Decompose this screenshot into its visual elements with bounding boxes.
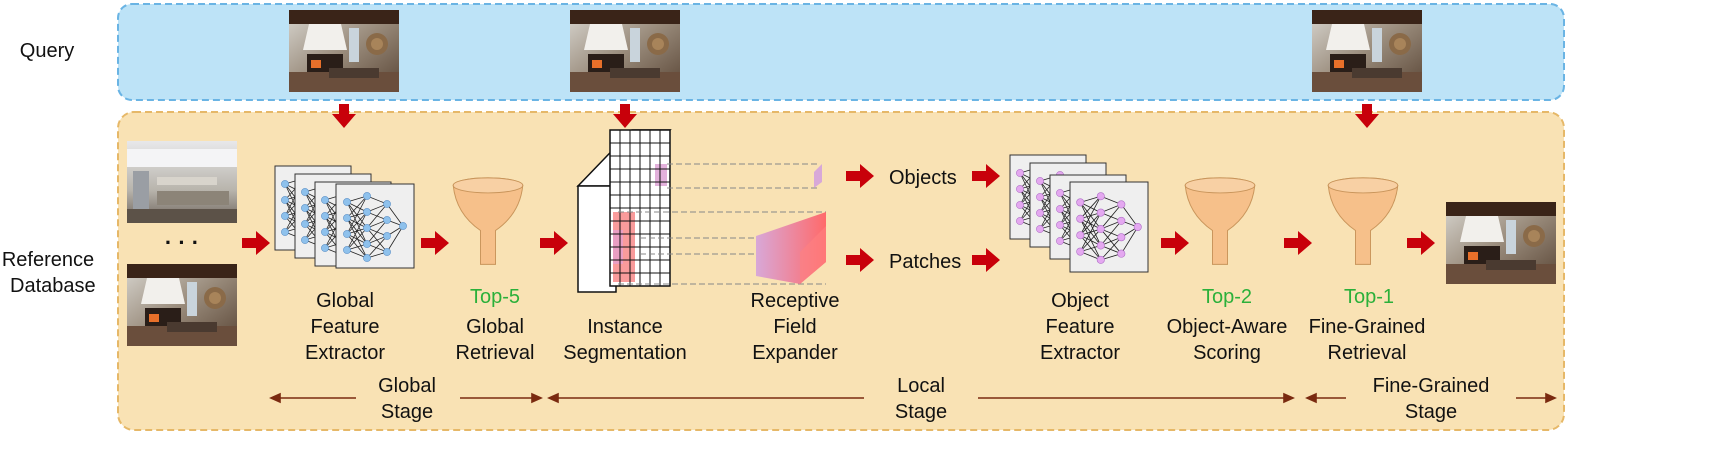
objects-label: Objects	[889, 167, 957, 189]
global-extractor-line1: Global	[316, 290, 374, 312]
query-image-2	[570, 10, 680, 92]
global-extractor-line3: Extractor	[304, 342, 386, 364]
local-stage-line1: Local	[897, 375, 945, 397]
patches-label: Patches	[889, 251, 962, 273]
global-stage-line2: Stage	[380, 401, 434, 423]
global-feature-extractor-icon	[274, 165, 415, 269]
global-extractor-line2: Feature	[310, 316, 380, 338]
reference-panel	[117, 111, 1565, 431]
flow-arrows	[242, 164, 1435, 272]
reference-image-kitchen	[127, 141, 237, 223]
object-extractor-line3: Extractor	[1039, 342, 1121, 364]
instance-segmentation-line1: Instance	[587, 316, 663, 338]
receptive-expander-line2: Field	[773, 316, 817, 338]
fine-retrieval-line1: Fine-Grained	[1308, 316, 1426, 338]
fine-stage-line1: Fine-Grained	[1372, 375, 1490, 397]
reference-label-line2: Database	[10, 275, 96, 297]
fine-stage-line2: Stage	[1404, 401, 1458, 423]
top2-label: Top-2	[1201, 286, 1253, 308]
object-extractor-line1: Object	[1051, 290, 1109, 312]
query-label: Query	[19, 40, 75, 62]
query-down-arrows	[332, 104, 1379, 128]
query-image-3	[1312, 10, 1422, 92]
query-panel	[117, 3, 1565, 101]
query-image-1	[289, 10, 399, 92]
instance-segmentation-line2: Segmentation	[563, 342, 687, 364]
receptive-field-expander-icon	[756, 164, 826, 284]
receptive-expander-line3: Expander	[752, 342, 838, 364]
global-retrieval-line2: Retrieval	[455, 342, 535, 364]
reference-image-room	[127, 264, 237, 346]
instance-segmentation-icon	[576, 129, 826, 293]
top1-label: Top-1	[1343, 286, 1395, 308]
object-scoring-line1: Object-Aware	[1166, 316, 1288, 338]
object-feature-extractor-icon	[1009, 154, 1149, 273]
stage-arrows	[269, 392, 1557, 404]
object-scoring-line2: Scoring	[1193, 342, 1261, 364]
receptive-expander-line1: Receptive	[750, 290, 840, 312]
global-stage-line1: Global	[378, 375, 436, 397]
fine-retrieval-line2: Retrieval	[1327, 342, 1407, 364]
output-image	[1446, 202, 1556, 284]
local-stage-line2: Stage	[894, 401, 948, 423]
reference-label-line1: Reference	[1, 249, 95, 271]
global-retrieval-line1: Global	[466, 316, 524, 338]
ellipsis: · · ·	[164, 230, 200, 255]
object-extractor-line2: Feature	[1045, 316, 1115, 338]
top5-label: Top-5	[469, 286, 521, 308]
